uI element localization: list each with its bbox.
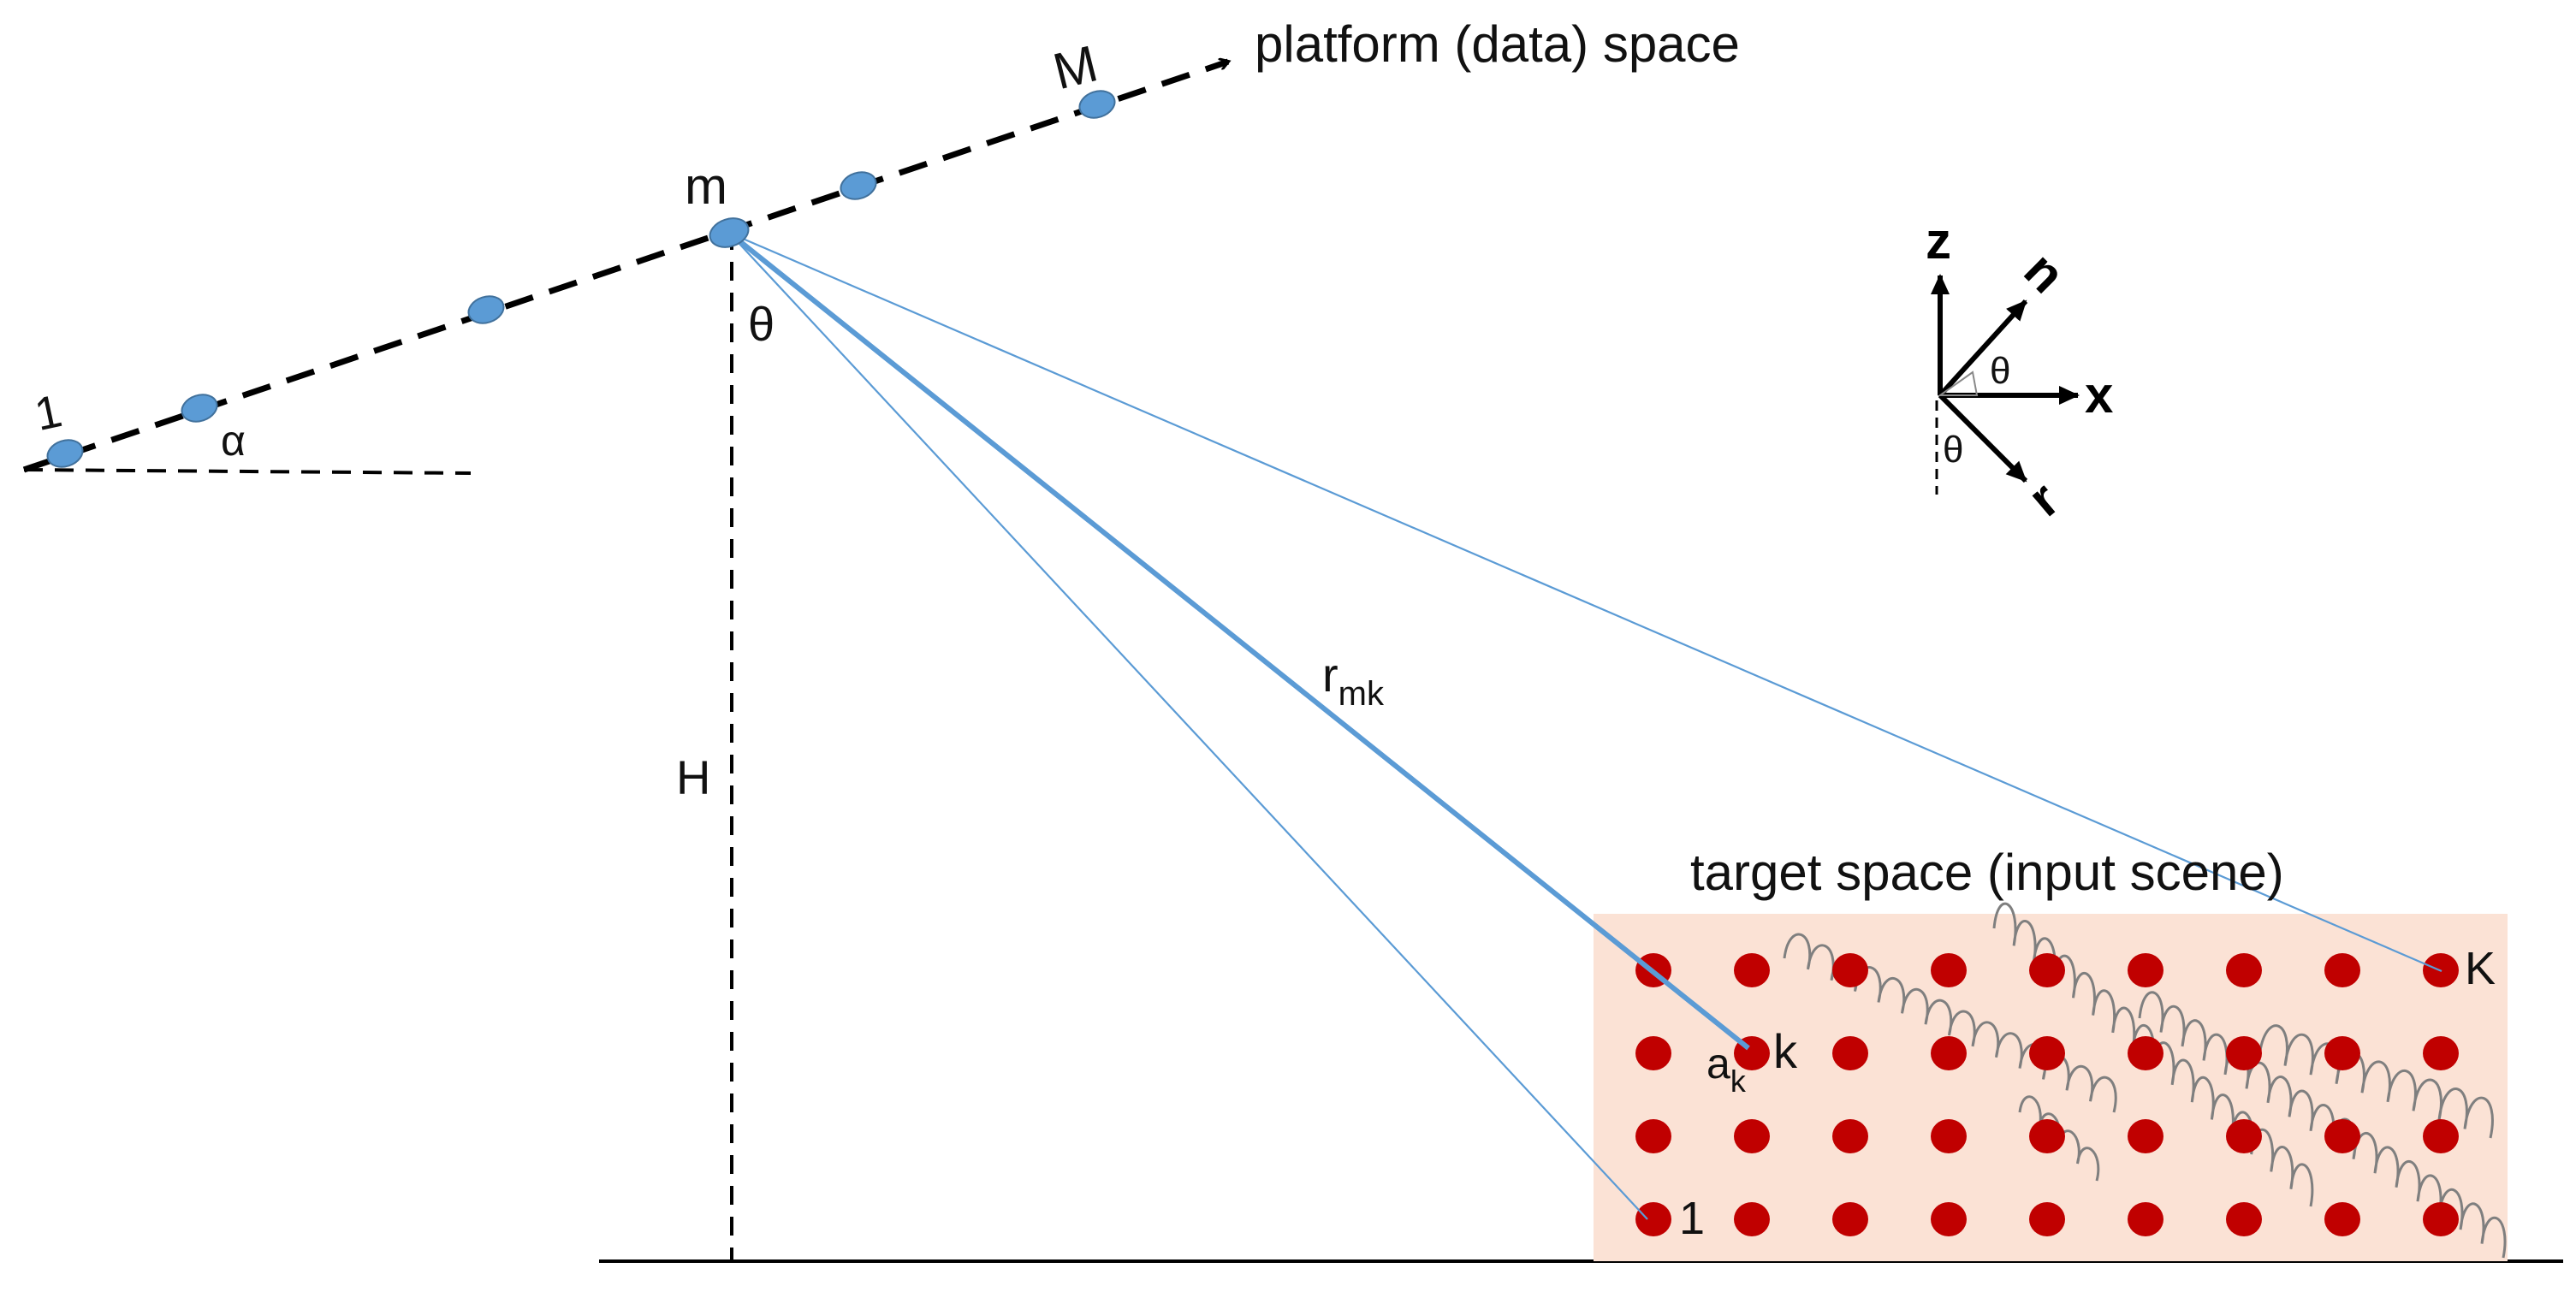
height-label: H xyxy=(676,750,710,804)
range-symbol: r xyxy=(1322,648,1338,702)
target-1-label: 1 xyxy=(1679,1193,1705,1244)
scatterer-point xyxy=(2226,1036,2262,1070)
platform-position xyxy=(467,295,505,324)
theta-look-angle-label: θ xyxy=(748,297,775,351)
scatterer-point xyxy=(2128,1202,2163,1236)
platform-position xyxy=(840,171,877,200)
scatterer-point xyxy=(2128,1036,2163,1070)
platform-first-label: 1 xyxy=(31,385,67,441)
scatterer-point xyxy=(1832,1119,1868,1153)
n-axis xyxy=(1938,299,2028,398)
amplitude-subscript: k xyxy=(1730,1064,1747,1099)
scatterer-point xyxy=(1635,1202,1671,1236)
platform-position-M xyxy=(1078,90,1116,119)
range-line-rmk xyxy=(727,230,1750,1051)
scatterer-point xyxy=(1734,953,1770,987)
beam-to-target-1 xyxy=(728,232,1648,1220)
scattering-squiggle xyxy=(2258,1024,2494,1139)
scatterer-point xyxy=(1734,1202,1770,1236)
amplitude-symbol: a xyxy=(1706,1040,1730,1088)
scatterer-point xyxy=(2029,1202,2065,1236)
platform-position-m xyxy=(709,217,750,248)
scatterer-point xyxy=(2029,953,2065,987)
scatterer-grid xyxy=(1635,953,2459,1236)
coordinate-axes: z x n r θ θ xyxy=(1926,212,2113,527)
platform-space-label: platform (data) space xyxy=(1255,15,1740,73)
scatterer-point xyxy=(2128,1119,2163,1153)
horizontal-reference-line xyxy=(23,468,472,475)
scatterer-point xyxy=(2324,1036,2360,1070)
platform-position xyxy=(181,394,218,423)
alpha-label: α xyxy=(221,417,246,465)
scatterer-point xyxy=(2128,953,2163,987)
r-axis xyxy=(1938,393,2028,483)
scatterer-point xyxy=(2226,1119,2262,1153)
z-axis-label: z xyxy=(1926,212,1951,270)
range-label: rmk xyxy=(1322,648,1385,713)
target-space-label: target space (input scene) xyxy=(1690,844,2284,901)
r-axis-label: r xyxy=(2017,471,2069,527)
theta-angle-marker xyxy=(1937,370,1979,396)
scatterer-point xyxy=(1832,953,1868,987)
n-axis-label: n xyxy=(2014,241,2076,304)
x-axis-label: x xyxy=(2085,366,2113,424)
scatterer-point xyxy=(1931,1036,1967,1070)
scatterer-point xyxy=(1832,1036,1868,1070)
scatterer-point xyxy=(2324,1202,2360,1236)
scatterer-point xyxy=(2423,1202,2459,1236)
range-subscript: mk xyxy=(1338,675,1385,713)
platform-trajectory xyxy=(22,62,1228,473)
scatterer-point xyxy=(1635,1119,1671,1153)
scatterer-point xyxy=(2423,1119,2459,1153)
scatterer-point xyxy=(1931,1119,1967,1153)
scatterer-point xyxy=(2423,1036,2459,1070)
target-K-label: K xyxy=(2465,943,2496,994)
platform-positions xyxy=(46,90,1116,468)
scatterer-point xyxy=(1832,1202,1868,1236)
scatterer-point xyxy=(1931,953,1967,987)
target-k-label: k xyxy=(1773,1024,1798,1078)
platform-position-1 xyxy=(46,439,84,468)
scatterer-point xyxy=(2226,1202,2262,1236)
scatterer-point xyxy=(2226,953,2262,987)
platform-m-label: m xyxy=(685,157,727,215)
scatterer-point xyxy=(1931,1202,1967,1236)
platform-M-label: M xyxy=(1048,34,1103,100)
axes-theta-upper: θ xyxy=(1990,350,2010,392)
scatterer-point xyxy=(2029,1119,2065,1153)
scatterer-point xyxy=(2324,953,2360,987)
scatterer-point xyxy=(1734,1119,1770,1153)
scatterer-point xyxy=(2029,1036,2065,1070)
axes-theta-lower: θ xyxy=(1943,429,1963,471)
scatterer-point xyxy=(2324,1119,2360,1153)
beam-to-target-K xyxy=(728,231,2442,973)
amplitude-label: ak xyxy=(1706,1040,1747,1099)
scatterer-point xyxy=(1635,1036,1671,1070)
